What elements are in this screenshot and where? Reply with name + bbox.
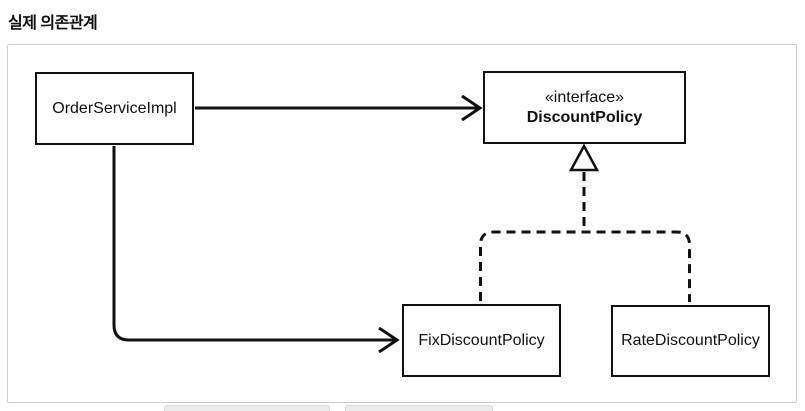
node-label: OrderServiceImpl	[52, 99, 177, 117]
node-label: DiscountPolicy	[526, 108, 643, 126]
node-discount-policy-interface: «interface» DiscountPolicy	[483, 71, 686, 144]
diagram-panel: OrderServiceImpl «interface» DiscountPol…	[7, 44, 797, 403]
page-title: 실제 의존관계	[8, 15, 98, 32]
node-fix-discount-policy: FixDiscountPolicy	[402, 304, 561, 377]
node-rate-discount-policy: RateDiscountPolicy	[611, 305, 770, 377]
node-label: FixDiscountPolicy	[418, 331, 545, 349]
node-label: RateDiscountPolicy	[621, 332, 760, 349]
node-order-service-impl: OrderServiceImpl	[35, 72, 194, 145]
node-stereotype: «interface»	[544, 88, 625, 106]
cutoff-bar-left	[164, 405, 330, 411]
cutoff-bar-right	[345, 405, 493, 411]
